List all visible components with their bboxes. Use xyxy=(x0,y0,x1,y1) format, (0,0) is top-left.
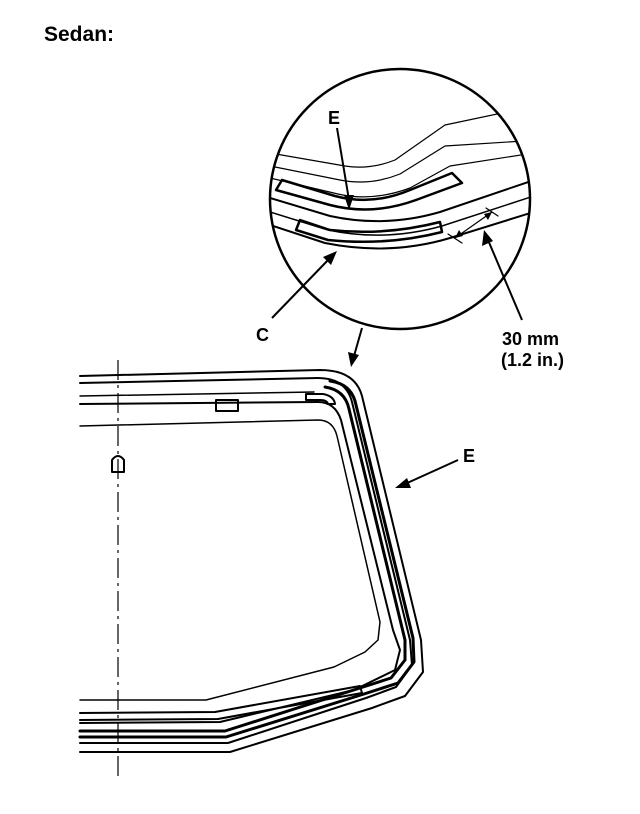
clip-block xyxy=(215,399,239,412)
leader-dimension xyxy=(487,239,523,321)
label-dimension-mm: 30 mm xyxy=(502,329,559,349)
windshield-edge-2 xyxy=(79,377,413,744)
detail-glass-line-1 xyxy=(270,104,530,168)
leader-c xyxy=(271,257,331,319)
dim-arrow-a xyxy=(455,230,463,238)
molding-outer-line xyxy=(78,379,416,739)
label-detail-molding-e: E xyxy=(328,108,340,128)
detail-body-line-1 xyxy=(270,177,530,223)
detail-molding-e xyxy=(274,171,464,211)
label-dimension-in: (1.2 in.) xyxy=(501,350,564,370)
heading: Sedan: xyxy=(44,23,114,46)
mirror-mount xyxy=(111,455,125,473)
leader-detail-e xyxy=(336,127,350,201)
dim-arrow-b xyxy=(484,212,492,220)
arrowhead-detail-to-corner xyxy=(348,352,359,367)
windshield-outline xyxy=(78,369,424,753)
detail-glass-line-2 xyxy=(270,139,530,183)
body-upper-line xyxy=(79,391,315,397)
label-spacer-c: C xyxy=(256,325,269,345)
leader-lines xyxy=(271,127,523,488)
dam-strip-lower xyxy=(79,685,363,721)
molding-inner-line xyxy=(78,385,407,733)
arrowhead-main-e xyxy=(395,478,411,488)
windshield-outer-edge xyxy=(79,369,424,753)
leader-detail-to-corner xyxy=(353,327,363,357)
arrowhead-detail-e xyxy=(344,195,354,210)
detail-view xyxy=(268,67,532,331)
detail-body-line-3 xyxy=(270,209,530,250)
glass-viewing-area xyxy=(79,419,381,701)
label-main-molding-e: E xyxy=(463,446,475,466)
glass-inner-edge xyxy=(79,401,401,724)
detail-spacer-c xyxy=(294,218,444,244)
detail-glass-line-3 xyxy=(270,151,530,198)
arrowhead-c xyxy=(323,251,337,265)
leader-main-e xyxy=(404,459,459,485)
arrowhead-dimension xyxy=(482,230,493,246)
corner-spacer xyxy=(305,393,336,405)
